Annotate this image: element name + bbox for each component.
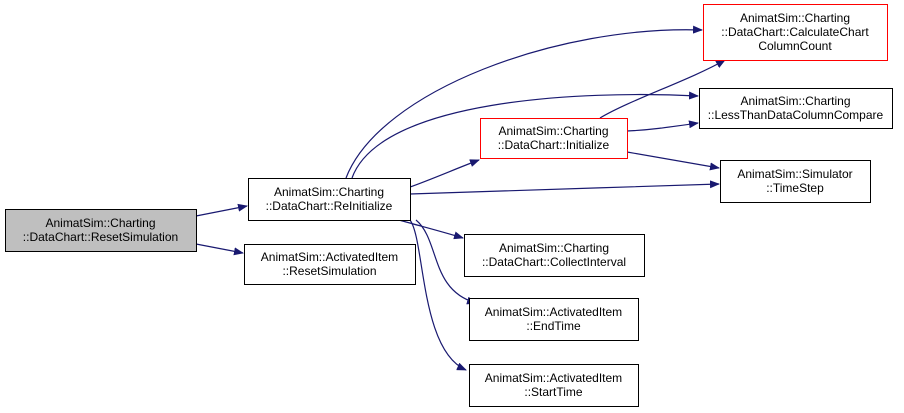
edge-re-initialize-to-collect-interval [398, 219, 464, 240]
node-end-time[interactable]: AnimatSim::ActivatedItem::EndTime [469, 298, 639, 341]
node-box [464, 234, 645, 277]
node-label-line: ::StartTime [524, 385, 583, 399]
node-re-initialize[interactable]: AnimatSim::Charting::DataChart::ReInitia… [248, 178, 411, 221]
node-box [469, 364, 639, 407]
node-label-line: AnimatSim::Charting [499, 241, 609, 255]
node-start-time[interactable]: AnimatSim::ActivatedItem::StartTime [469, 364, 639, 407]
node-box [720, 160, 871, 203]
node-box [480, 118, 628, 159]
node-calc-column-count[interactable]: AnimatSim::Charting::DataChart::Calculat… [703, 4, 888, 61]
node-label-line: ::ResetSimulation [282, 264, 376, 278]
edge-reset-simulation-to-re-initialize [195, 203, 248, 217]
edge-re-initialize-to-start-time [409, 219, 467, 371]
node-box [469, 298, 639, 341]
edge-line [195, 243, 244, 256]
nodes: AnimatSim::Charting::DataChart::ResetSim… [5, 4, 893, 407]
edge-line [351, 91, 699, 179]
node-label-line: ::DataChart::CollectInterval [482, 255, 626, 269]
node-label-line: ::DataChart::ResetSimulation [23, 230, 178, 244]
edge-re-initialize-to-end-time [415, 219, 477, 305]
node-label-line: ::TimeStep [766, 181, 824, 195]
edge-line [626, 151, 720, 171]
node-label-line: ::EndTime [526, 319, 581, 333]
node-less-than-compare[interactable]: AnimatSim::Charting::LessThanDataColumnC… [699, 88, 893, 129]
node-label-line: ::DataChart::ReInitialize [266, 199, 393, 213]
edge-line [409, 219, 467, 371]
node-time-step[interactable]: AnimatSim::Simulator::TimeStep [720, 160, 871, 203]
edge-initialize-to-time-step [626, 151, 720, 171]
node-label-line: ::DataChart::CalculateChart [721, 25, 869, 39]
edge-line [195, 203, 248, 217]
edge-line [415, 219, 477, 305]
node-label-line: AnimatSim::Charting [740, 94, 850, 108]
node-box [244, 244, 416, 285]
node-label-line: ::DataChart::Initialize [498, 138, 610, 152]
edge-line [345, 25, 703, 179]
node-activated-reset[interactable]: AnimatSim::ActivatedItem::ResetSimulatio… [244, 244, 416, 285]
edge-initialize-to-less-than-compare [626, 120, 699, 132]
edge-line [409, 180, 720, 195]
node-label-line: AnimatSim::ActivatedItem [485, 371, 622, 385]
node-label-line: AnimatSim::Charting [45, 216, 155, 230]
edge-initialize-to-calc-column-count [599, 59, 726, 119]
node-label-line: ColumnCount [758, 39, 832, 53]
edges [195, 25, 726, 371]
node-initialize[interactable]: AnimatSim::Charting::DataChart::Initiali… [480, 118, 628, 159]
edge-re-initialize-to-calc-column-count [345, 25, 703, 179]
node-label-line: AnimatSim::Charting [740, 11, 850, 25]
edge-re-initialize-to-less-than-compare [351, 91, 699, 179]
node-box [5, 209, 197, 252]
node-box [248, 178, 411, 221]
edge-re-initialize-to-time-step [409, 180, 720, 195]
node-label-line: ::LessThanDataColumnCompare [708, 108, 884, 122]
edge-line [398, 219, 464, 240]
edge-line [626, 120, 699, 132]
edge-re-initialize-to-initialize [409, 159, 480, 188]
node-box [703, 4, 888, 61]
node-collect-interval[interactable]: AnimatSim::Charting::DataChart::CollectI… [464, 234, 645, 277]
node-label-line: AnimatSim::Simulator [737, 167, 852, 181]
edge-line [409, 159, 480, 188]
node-reset-simulation[interactable]: AnimatSim::Charting::DataChart::ResetSim… [5, 209, 197, 252]
node-label-line: AnimatSim::Charting [274, 185, 384, 199]
node-box [699, 88, 893, 129]
node-label-line: AnimatSim::ActivatedItem [485, 305, 622, 319]
edge-line [599, 59, 726, 119]
node-label-line: AnimatSim::Charting [498, 124, 608, 138]
edge-reset-simulation-to-activated-reset [195, 243, 244, 256]
node-label-line: AnimatSim::ActivatedItem [261, 250, 398, 264]
